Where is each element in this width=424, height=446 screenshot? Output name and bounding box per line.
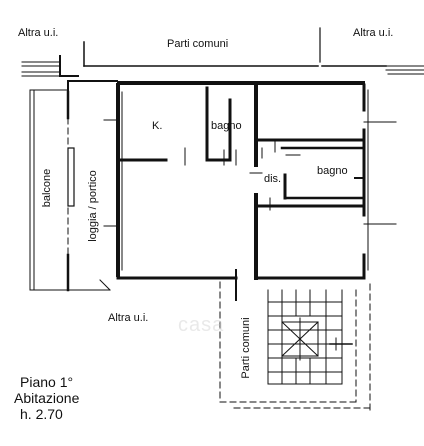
stairwell bbox=[267, 289, 353, 385]
label-altra-bottom: Altra u.i. bbox=[108, 312, 149, 324]
label-altra-top-left: Altra u.i. bbox=[18, 27, 59, 39]
watermark: casa bbox=[178, 314, 225, 336]
label-altra-top-right: Altra u.i. bbox=[353, 27, 394, 39]
interior-walls bbox=[116, 83, 366, 280]
label-balcone: balcone bbox=[41, 168, 53, 208]
corridor-walls bbox=[83, 27, 424, 75]
label-bagno-1: bagno bbox=[211, 120, 242, 132]
label-parti-comuni-vertical: Parti comuni bbox=[240, 317, 252, 379]
top-left-structure bbox=[21, 55, 79, 77]
label-kitchen: K. bbox=[152, 120, 163, 132]
caption-height: h. 2.70 bbox=[20, 406, 63, 422]
balcony bbox=[29, 89, 119, 292]
outer-walls bbox=[67, 80, 397, 301]
label-parti-comuni-top: Parti comuni bbox=[167, 38, 229, 50]
caption-floor: Piano 1° bbox=[20, 374, 74, 390]
label-loggia: loggia / portico bbox=[87, 170, 99, 242]
caption-type: Abitazione bbox=[14, 390, 80, 406]
label-bagno-2: bagno bbox=[317, 165, 348, 177]
floor-caption: Piano 1° Abitazione h. 2.70 bbox=[14, 374, 79, 422]
label-dis: dis. bbox=[264, 173, 282, 185]
dashed-boundaries bbox=[67, 117, 371, 411]
